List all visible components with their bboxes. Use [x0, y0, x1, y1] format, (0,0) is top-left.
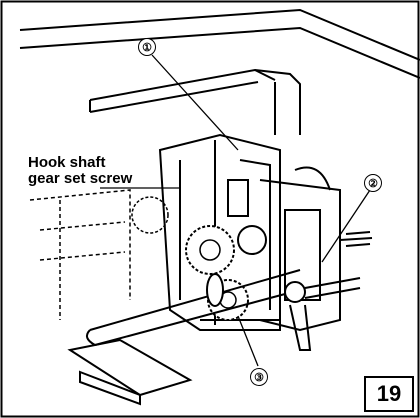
leader-lines: [100, 54, 371, 367]
hook-shaft: [85, 269, 301, 346]
base-plate: [67, 338, 193, 406]
leader-1: [151, 54, 239, 151]
machine-arm: [19, 8, 420, 135]
page-number: 19: [364, 376, 414, 412]
callout-1: ①: [138, 38, 156, 56]
gears: [131, 196, 267, 321]
knob: [284, 277, 361, 351]
hook-shaft-label-line1: Hook shaft: [28, 154, 106, 171]
hook-shaft-label-line2: gear set screw: [28, 170, 133, 187]
background-frame: [29, 189, 131, 320]
callout-2: ②: [364, 174, 382, 192]
leader-3: [237, 315, 259, 367]
hook-shaft-label: Hook shaft gear set screw: [28, 155, 132, 187]
right-bracket: [259, 166, 373, 332]
callout-3: ③: [250, 368, 268, 386]
leader-2: [321, 189, 371, 263]
